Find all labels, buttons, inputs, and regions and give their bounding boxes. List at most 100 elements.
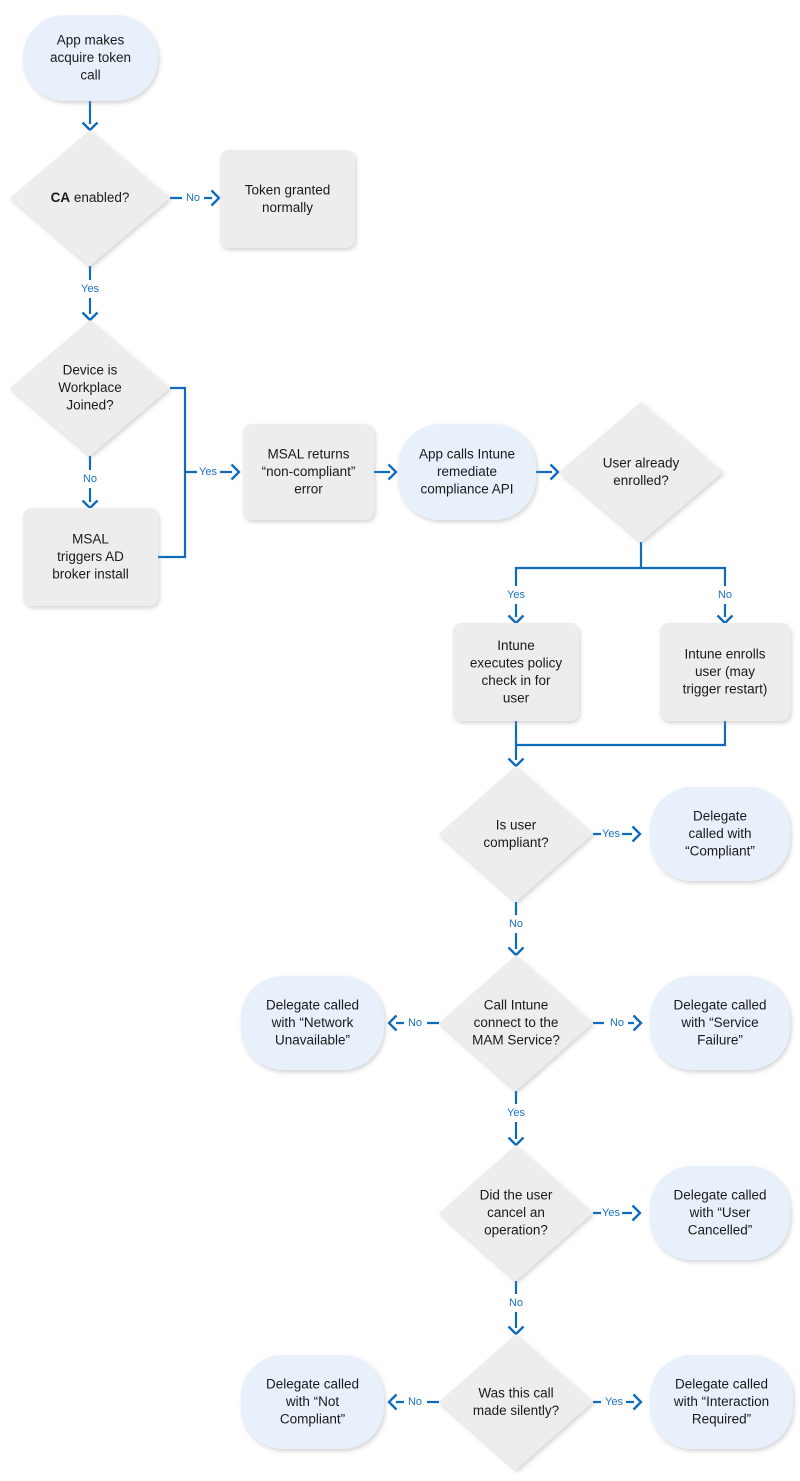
connector-e-compliant-yes-delegate bbox=[593, 825, 642, 843]
edge-label-e-device-yes-msal: Yes bbox=[199, 466, 217, 478]
connector-line bbox=[158, 386, 232, 559]
node-label: MSAL returns“non-compliant”error bbox=[262, 446, 356, 496]
decision-diamond-shape bbox=[439, 1145, 593, 1281]
arrowhead-icon bbox=[387, 1393, 398, 1411]
edge-label-e-enrolled-no-enrolls: No bbox=[718, 589, 732, 601]
arrowhead-icon bbox=[210, 189, 221, 207]
connector-e-enrolled-yes-policy bbox=[507, 542, 643, 625]
connector-line bbox=[514, 542, 643, 617]
connectors-layer bbox=[81, 101, 734, 1411]
decision-diamond-shape bbox=[559, 402, 723, 542]
edge-label-e-enrolled-yes-policy: Yes bbox=[507, 589, 525, 601]
terminal-shape bbox=[398, 424, 536, 520]
decision-diamond-shape bbox=[10, 320, 170, 456]
connector-e-app-to-ca bbox=[81, 101, 99, 132]
connector-line bbox=[641, 566, 727, 617]
terminal-shape bbox=[241, 976, 384, 1070]
connector-e-enrolls-merge bbox=[516, 721, 727, 747]
connector-e-mam-no-network bbox=[387, 1014, 439, 1032]
connector-e-mam-no-service bbox=[593, 1014, 643, 1032]
edge-label-e-silent-yes-interaction: Yes bbox=[605, 1396, 623, 1408]
arrowhead-icon bbox=[387, 463, 398, 481]
edge-label-e-compliant-yes-delegate: Yes bbox=[602, 828, 620, 840]
terminal-shape bbox=[650, 1166, 790, 1260]
node-ca-enabled[interactable]: CA enabled? bbox=[10, 130, 170, 266]
terminal-shape bbox=[650, 1355, 793, 1449]
process-box-shape bbox=[220, 150, 355, 248]
edge-label-e-mam-no-service: No bbox=[610, 1017, 624, 1029]
arrowhead-icon bbox=[631, 1204, 642, 1222]
edge-label-e-ca-no-token: No bbox=[186, 192, 200, 204]
edge-label-e-device-no-broker: No bbox=[83, 473, 97, 485]
node-label-bold-lead: CA bbox=[51, 190, 71, 205]
arrowhead-icon bbox=[230, 463, 241, 481]
connector-e-cancel-yes-delegate bbox=[593, 1204, 642, 1222]
connector-e-device-yes-msal bbox=[158, 386, 241, 559]
process-box-shape bbox=[23, 508, 158, 606]
connector-e-policy-to-compliant bbox=[507, 721, 525, 768]
connector-e-ca-no-token bbox=[170, 189, 221, 207]
process-box-shape bbox=[243, 424, 374, 520]
connector-line bbox=[516, 721, 727, 747]
decision-diamond-shape bbox=[439, 766, 593, 902]
edge-label-e-mam-yes-cancel: Yes bbox=[507, 1107, 525, 1119]
node-msal-returns-non-compliant-error[interactable]: MSAL returns“non-compliant”error bbox=[243, 424, 374, 520]
process-box-shape bbox=[660, 623, 790, 721]
arrowhead-icon bbox=[549, 463, 560, 481]
terminal-shape bbox=[241, 1355, 384, 1449]
edge-label-e-compliant-no-mam: No bbox=[509, 918, 523, 930]
edge-label-e-silent-no-notcompliant: No bbox=[408, 1396, 422, 1408]
decision-diamond-shape bbox=[439, 955, 593, 1091]
terminal-shape bbox=[650, 787, 790, 881]
connector-e-api-to-enrolled bbox=[536, 463, 560, 481]
edge-label-e-ca-yes-device: Yes bbox=[81, 283, 99, 295]
terminal-shape bbox=[650, 976, 790, 1070]
connector-e-msal-to-api bbox=[374, 463, 398, 481]
terminal-shape bbox=[23, 15, 158, 101]
arrowhead-icon bbox=[387, 1014, 398, 1032]
connector-e-silent-no-notcompliant bbox=[387, 1393, 439, 1411]
arrowhead-icon bbox=[631, 825, 642, 843]
node-label: CA enabled? bbox=[51, 190, 130, 205]
edge-label-e-mam-no-network: No bbox=[408, 1017, 422, 1029]
decision-diamond-shape bbox=[439, 1334, 593, 1470]
arrowhead-icon bbox=[632, 1014, 643, 1032]
connector-e-silent-yes-interaction bbox=[593, 1393, 643, 1411]
arrowhead-icon bbox=[632, 1393, 643, 1411]
